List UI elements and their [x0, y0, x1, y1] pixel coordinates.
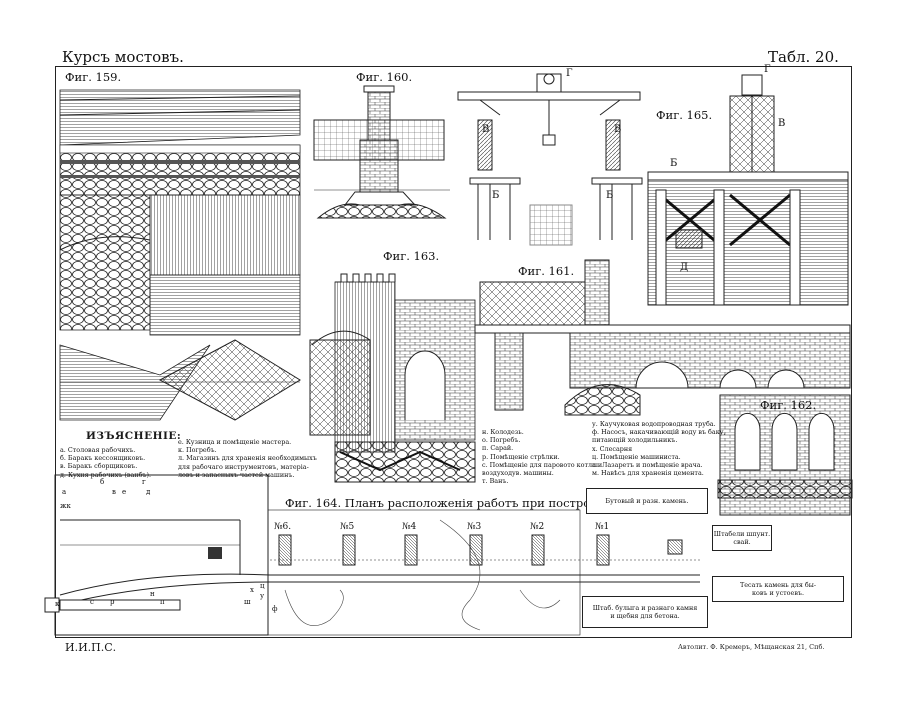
plan-letter-p: п — [160, 598, 165, 606]
pier-4-label: №4 — [402, 522, 417, 532]
plan-letter-s: с — [90, 598, 94, 606]
label-b-1: Б — [492, 190, 500, 201]
plan-letter-kh: х — [250, 586, 254, 594]
plan-letter-a: а — [62, 488, 67, 496]
plan-letter-d: д — [146, 488, 151, 496]
legend-item: к. Погребъ. — [178, 446, 217, 455]
pier-5-label: №5 — [340, 522, 355, 532]
legend-item: для рабочаго инструментовъ, матеріа- — [178, 462, 309, 471]
legend-item: е. Кузница и помѣщеніе мастера. — [178, 438, 292, 446]
legend-item: м. Навѣсъ для храненія цемента. — [592, 469, 704, 478]
timber-box: Тесать камень для бы- ковъ и устоевъ. — [712, 576, 844, 602]
rubble-storage-box: Бутовый и разн. камень. — [586, 488, 708, 514]
stacks-box: Штаб. булыга и разнаго камня и щебня для… — [582, 596, 708, 628]
plan-letter-f: ф — [272, 605, 278, 613]
pier-2-label: №2 — [530, 522, 545, 532]
legend-item: п. Сарай. — [482, 444, 514, 453]
figure-160-drawing — [313, 85, 450, 219]
legend-item: ц. Помѣщеніе машиниста. — [592, 452, 681, 461]
plan-letter-sh: ш — [244, 598, 251, 606]
figure-162-drawing — [717, 394, 853, 516]
figure-164-title: Фиг. 164. Планъ расположенія работъ при … — [285, 496, 616, 510]
pier-6-label: №6. — [274, 522, 292, 532]
legend-item: о. Погребъ. — [482, 436, 521, 445]
figure-162-label: Фиг. 162. — [760, 398, 817, 412]
label-g-2: Г — [764, 64, 771, 75]
plate-frame — [55, 66, 852, 638]
legend-item: б. Баракъ кессонщиковъ. — [60, 454, 146, 463]
legend-col-4: у. Каучуковая водопроводная труба. ф. На… — [592, 420, 726, 477]
plan-letter-u: у — [260, 592, 265, 600]
label-g-1: Г — [566, 68, 573, 79]
legend-item: у. Каучуковая водопроводная труба. — [592, 420, 716, 428]
figure-160-label: Фиг. 160. — [356, 70, 413, 84]
plan-letter-g: г — [142, 478, 146, 486]
label-b-2: Б — [606, 190, 614, 201]
sheet-piles-box: Штабели шпунт. свай. — [712, 525, 772, 551]
label-v-1: В — [482, 124, 490, 135]
plan-letter-n: н — [150, 590, 155, 598]
legend-item: н. Колодезь. — [482, 428, 524, 436]
pier-3-label: №3 — [467, 522, 482, 532]
legend-item: в. Баракъ сборщиковъ. — [60, 462, 138, 471]
publisher-mark: И.И.П.С. — [65, 641, 117, 654]
figure-161-drawing — [474, 259, 851, 416]
figure-163-label: Фиг. 163. — [383, 249, 440, 263]
legend-item: воздуходув. машины. — [482, 469, 554, 478]
legend-item: ш. Лазаретъ и помѣщеніе врача. — [592, 461, 703, 470]
plan-letter-b: б — [100, 478, 105, 486]
figure-165-label: Фиг. 165. — [656, 108, 713, 122]
legend-item: с. Помѣщеніе для паровото котла и — [482, 460, 603, 469]
legend-item: т. Ванъ. — [482, 477, 509, 486]
printer-credit: Автолит. Ф. Кремеръ, Мѣщанская 21, Спб. — [678, 643, 825, 651]
plan-letter-zhk: жк — [60, 502, 71, 510]
plan-letter-v: в — [112, 488, 116, 496]
legend-item: л. Магазинъ для храненія необходимыхъ — [178, 454, 317, 463]
legend-item: а. Столовая рабочихъ. — [60, 446, 136, 454]
label-v-2: В — [614, 124, 622, 135]
plan-letter-k: к — [55, 600, 60, 608]
figure-164-drawing — [44, 474, 700, 636]
legend-col-2: е. Кузница и помѣщеніе мастера. к. Погре… — [178, 438, 317, 479]
legend-col-3: н. Колодезь. о. Погребъ. п. Сарай. р. По… — [482, 428, 602, 485]
pier-1-label: №1 — [595, 522, 610, 532]
figure-159-drawing — [59, 89, 301, 421]
legend-item: р. Помѣщеніе стрѣлки. — [482, 452, 560, 461]
figure-161-label: Фиг. 161. — [518, 264, 575, 278]
legend-title: ИЗЪЯСНЕНІЕ: — [86, 430, 182, 442]
page-title: Курсъ мостовъ. — [62, 48, 184, 66]
legend-item: х. Слесарня — [592, 444, 633, 453]
figure-165-drawing — [647, 74, 849, 306]
plan-letter-c: ц — [260, 582, 265, 590]
label-v-3: В — [778, 118, 786, 129]
legend-col-1: а. Столовая рабочихъ. б. Баракъ кессонщи… — [60, 446, 151, 479]
legend-item: ловъ и запасныхъ частей машинъ. — [178, 470, 295, 479]
plan-letter-e: е — [122, 488, 127, 496]
figure-159-label: Фиг. 159. — [65, 70, 122, 84]
legend-item: питающій холодильникъ. — [592, 436, 678, 445]
plan-letter-r: р — [110, 598, 115, 606]
label-d: Д — [680, 262, 689, 273]
figure-163-drawing — [309, 273, 476, 483]
gantry-crane-drawing — [457, 73, 643, 246]
legend-item: д. Кухня рабочихъ (ванбъ). — [60, 470, 152, 479]
legend-item: ф. Насосъ, накачивающій воду въ баку, — [592, 428, 726, 437]
table-number: Табл. 20. — [768, 48, 839, 66]
label-b-3: Б — [670, 158, 678, 169]
